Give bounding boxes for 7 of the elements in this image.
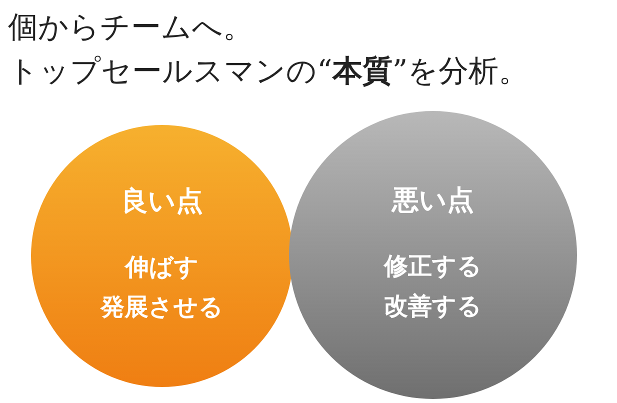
title: 個からチームへ。トップセールスマンの“本質”を分析。: [8, 9, 529, 91]
circle-text: 発展させる: [100, 292, 224, 323]
circle-text: 修正する: [384, 251, 482, 282]
circle-text: 改善する: [384, 291, 482, 322]
circle-heading: 良い点: [121, 185, 203, 219]
circle-text: 伸ばす: [125, 252, 199, 283]
circle-heading: 悪い点: [392, 184, 474, 218]
